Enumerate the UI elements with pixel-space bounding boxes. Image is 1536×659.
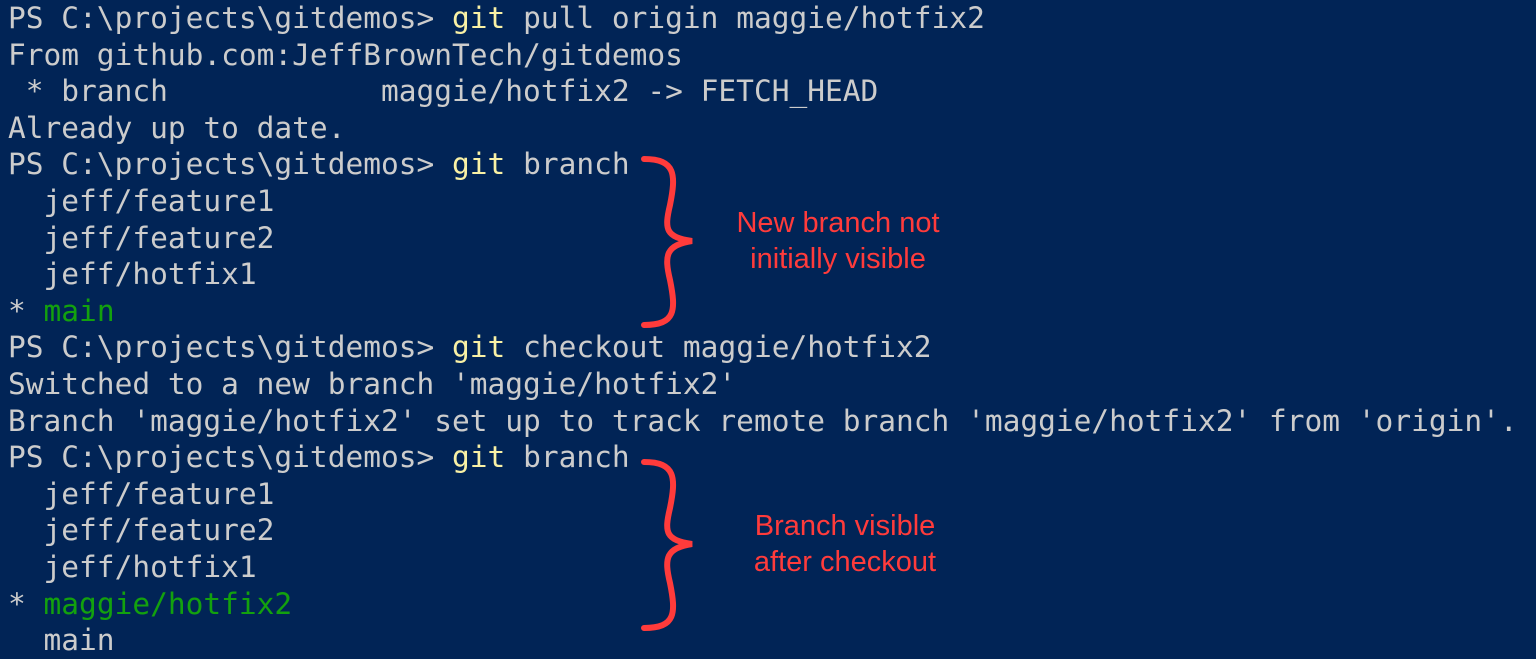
terminal-text: jeff/feature1	[8, 183, 275, 218]
annotation-branch-visible-after-checkout: Branch visible after checkout	[753, 510, 937, 578]
annotation-new-branch-not-visible: New branch not initially visible	[736, 207, 940, 275]
terminal-line: PS C:\projects\gitdemos> git branch	[8, 439, 1518, 476]
terminal-text: jeff/feature1	[8, 476, 275, 511]
terminal-line: Already up to date.	[8, 110, 1518, 147]
command-keyword: git	[452, 147, 506, 182]
terminal-text: checkout maggie/hotfix2	[505, 330, 932, 365]
terminal-text: jeff/hotfix1	[8, 549, 257, 584]
terminal-line: main	[8, 622, 1518, 659]
terminal-text: pull origin maggie/hotfix2	[505, 1, 985, 35]
terminal-line: Branch 'maggie/hotfix2' set up to track …	[8, 403, 1518, 440]
command-keyword: git	[452, 440, 506, 475]
terminal-line: PS C:\projects\gitdemos> git pull origin…	[8, 0, 1518, 37]
current-branch: main	[43, 293, 115, 328]
terminal-text: From github.com:JeffBrownTech/gitdemos	[8, 37, 683, 72]
command-keyword: git	[452, 330, 506, 365]
terminal-line: jeff/hotfix1	[8, 256, 1518, 293]
terminal-text: *	[8, 293, 44, 328]
brace-annotation-2	[641, 459, 693, 631]
terminal-text: Already up to date.	[8, 110, 346, 145]
command-keyword: git	[452, 1, 506, 35]
terminal-text: PS C:\projects\gitdemos>	[8, 1, 453, 35]
terminal-text: * branch maggie/hotfix2 -> FETCH_HEAD	[8, 74, 879, 109]
terminal-line: From github.com:JeffBrownTech/gitdemos	[8, 37, 1518, 74]
terminal-line: * main	[8, 293, 1518, 330]
terminal-text: jeff/feature2	[8, 220, 275, 255]
terminal-text: jeff/feature2	[8, 513, 275, 548]
terminal-line: PS C:\projects\gitdemos> git branch	[8, 146, 1518, 183]
current-branch: maggie/hotfix2	[43, 586, 293, 621]
terminal-text: PS C:\projects\gitdemos>	[8, 330, 453, 365]
brace-annotation-1	[641, 156, 693, 328]
terminal-text: main	[8, 623, 115, 658]
terminal-line: jeff/feature2	[8, 220, 1518, 257]
terminal-line: jeff/feature1	[8, 183, 1518, 220]
terminal-line: Switched to a new branch 'maggie/hotfix2…	[8, 366, 1518, 403]
terminal-text: *	[8, 586, 44, 621]
terminal-text: branch	[505, 440, 630, 475]
terminal-text: jeff/hotfix1	[8, 257, 257, 292]
terminal-text: branch	[505, 147, 630, 182]
terminal-line: PS C:\projects\gitdemos> git checkout ma…	[8, 329, 1518, 366]
terminal-output: PS C:\projects\gitdemos> git pull origin…	[8, 0, 1518, 659]
terminal-text: PS C:\projects\gitdemos>	[8, 440, 453, 475]
terminal-line: * branch maggie/hotfix2 -> FETCH_HEAD	[8, 73, 1518, 110]
terminal-text: PS C:\projects\gitdemos>	[8, 147, 453, 182]
terminal-line: jeff/hotfix1	[8, 549, 1518, 586]
terminal-line: * maggie/hotfix2	[8, 586, 1518, 623]
terminal-line: jeff/feature1	[8, 476, 1518, 513]
terminal-line: jeff/feature2	[8, 512, 1518, 549]
terminal-text: Branch 'maggie/hotfix2' set up to track …	[8, 403, 1518, 438]
terminal-text: Switched to a new branch 'maggie/hotfix2…	[8, 366, 737, 401]
